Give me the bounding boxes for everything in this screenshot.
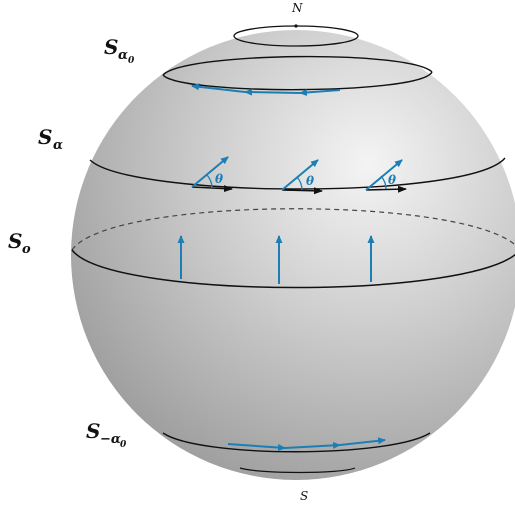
north-pole-point	[294, 24, 298, 28]
lower-flow-arrow-1	[227, 443, 286, 452]
circle-s-minus-alpha0	[162, 432, 431, 453]
svg-text:0: 0	[128, 56, 135, 66]
angle-vector-group-3: θ	[365, 159, 407, 193]
label-s-o: S o	[8, 229, 31, 257]
theta-label-3: θ	[388, 173, 396, 187]
svg-text:0: 0	[120, 440, 127, 450]
lower-flow-arrow-3	[339, 437, 386, 446]
svg-text:S: S	[8, 229, 22, 253]
svg-text:S: S	[38, 125, 52, 149]
svg-text:S: S	[104, 35, 118, 59]
circle-s-alpha0-back	[162, 55, 433, 76]
label-s-alpha: S α	[38, 125, 63, 153]
theta-label-2: θ	[306, 174, 314, 188]
equator-back-dashed	[71, 208, 515, 251]
svg-text:o: o	[22, 242, 31, 257]
upper-flow-arrow-2	[244, 88, 301, 96]
equator-front	[71, 249, 515, 289]
south-cap-circle	[239, 467, 356, 474]
angle-vector-group-2: θ	[281, 159, 323, 195]
north-pole-label: N	[291, 1, 303, 15]
svg-text:−α: −α	[100, 432, 121, 447]
circle-s-alpha	[89, 157, 506, 190]
svg-text:S: S	[86, 419, 100, 443]
lower-flow-arrow-2	[284, 441, 341, 449]
upper-flow-arrow-1	[299, 88, 341, 96]
sphere	[71, 30, 515, 480]
label-s-minus-alpha0: S −α 0	[86, 419, 127, 450]
svg-text:α: α	[53, 138, 63, 153]
theta-label-1: θ	[215, 172, 223, 186]
angle-vector-group-1: θ	[191, 156, 233, 193]
label-s-alpha0: S α 0	[104, 35, 135, 66]
upper-flow-arrow-3	[191, 83, 246, 93]
svg-text:α: α	[118, 48, 128, 63]
south-pole-label: S	[300, 489, 308, 503]
